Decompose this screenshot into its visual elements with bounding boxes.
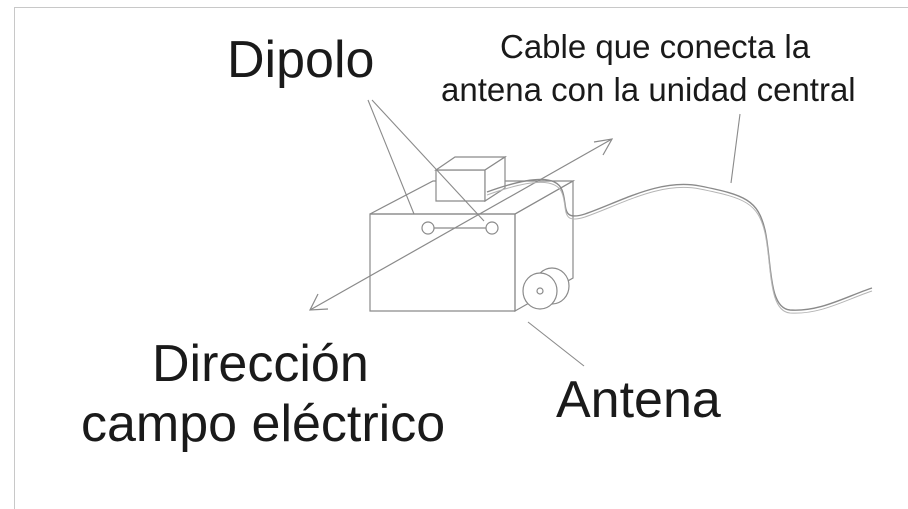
label-cable-line1: Cable que conecta la	[500, 28, 811, 65]
dish-center	[536, 287, 544, 295]
field-arrow-shaft	[309, 138, 613, 311]
dipole-box-right	[484, 155, 506, 203]
field-arrow-head-lower	[309, 293, 329, 311]
leader-lines	[367, 99, 741, 367]
field-arrow-head-upper	[593, 138, 614, 156]
cable-inner	[486, 181, 873, 314]
frame-top-border	[14, 7, 908, 8]
label-antena: Antena	[556, 371, 721, 429]
frame-left-border	[14, 7, 15, 509]
electric-field-arrow	[309, 138, 614, 311]
cable	[486, 178, 873, 311]
antena-leader	[527, 321, 585, 367]
cable-leader	[730, 113, 741, 184]
dipolo-leader-right	[371, 99, 485, 222]
dipole-left-terminal	[421, 221, 435, 235]
label-dipolo: Dipolo	[227, 31, 375, 89]
label-direccion-line1: Dirección	[152, 335, 369, 393]
dipole-box	[434, 155, 508, 203]
antenna-dish	[522, 267, 570, 310]
dipole-right-terminal	[485, 221, 499, 235]
dipole-element	[421, 221, 499, 235]
dipolo-leader-left	[367, 99, 415, 215]
antenna-housing	[369, 179, 576, 313]
housing-right-face	[514, 179, 574, 313]
label-direccion-line2: campo eléctrico	[81, 395, 446, 453]
label-cable-line2: antena con la unidad central	[441, 71, 856, 108]
